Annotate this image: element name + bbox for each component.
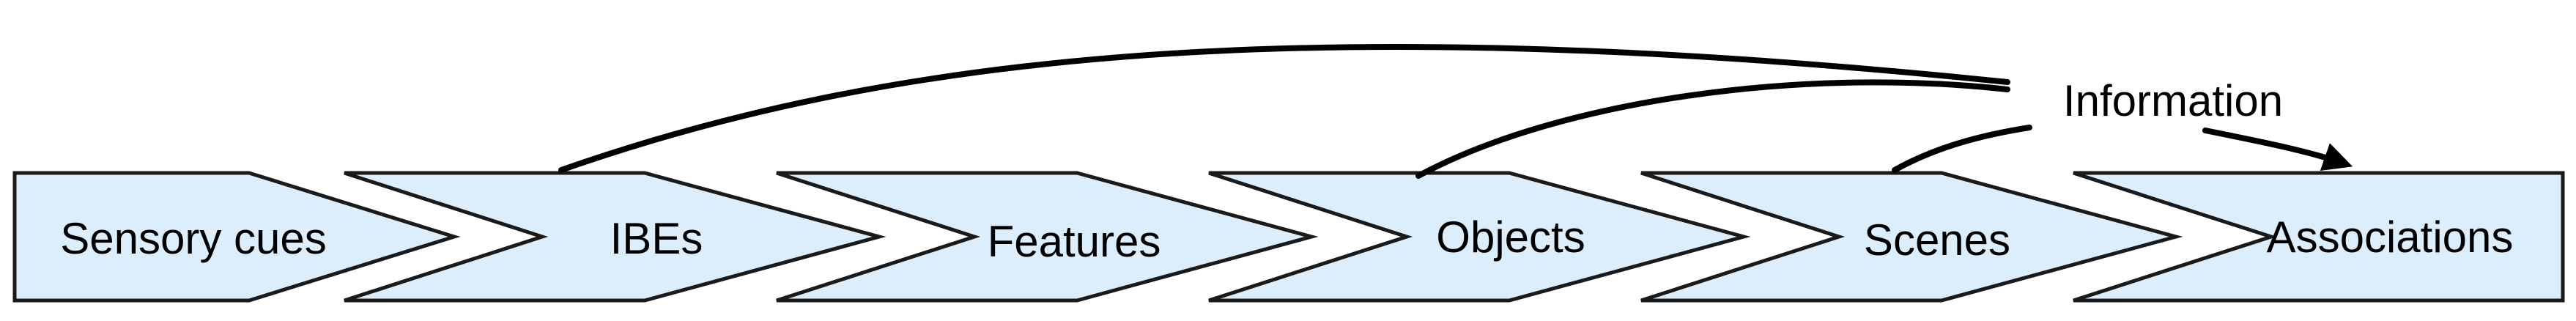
arc-ibes-to-information <box>558 44 2010 173</box>
arc-scenes-to-information <box>1892 125 2032 173</box>
stage-label-features: Features <box>988 217 1161 266</box>
arc-objects-to-information <box>1415 79 2010 179</box>
stage-ibes-shape <box>344 171 887 303</box>
arrow-information-to-associations <box>2202 128 2353 171</box>
information-label: Information <box>2063 76 2283 125</box>
stage-objects-shape <box>1208 171 1751 303</box>
stage-scenes-shape <box>1640 171 2183 303</box>
stage-sensory-cues-shape <box>12 171 461 303</box>
stage-label-scenes: Scenes <box>1864 215 2010 265</box>
stage-label-sensory-cues: Sensory cues <box>60 214 327 263</box>
stage-features-shape <box>776 171 1319 303</box>
stage-associations-shape <box>2073 171 2565 303</box>
stage-label-associations: Associations <box>2267 213 2514 262</box>
stage-label-objects: Objects <box>1436 213 1585 262</box>
stage-label-ibes: IBEs <box>610 214 703 263</box>
